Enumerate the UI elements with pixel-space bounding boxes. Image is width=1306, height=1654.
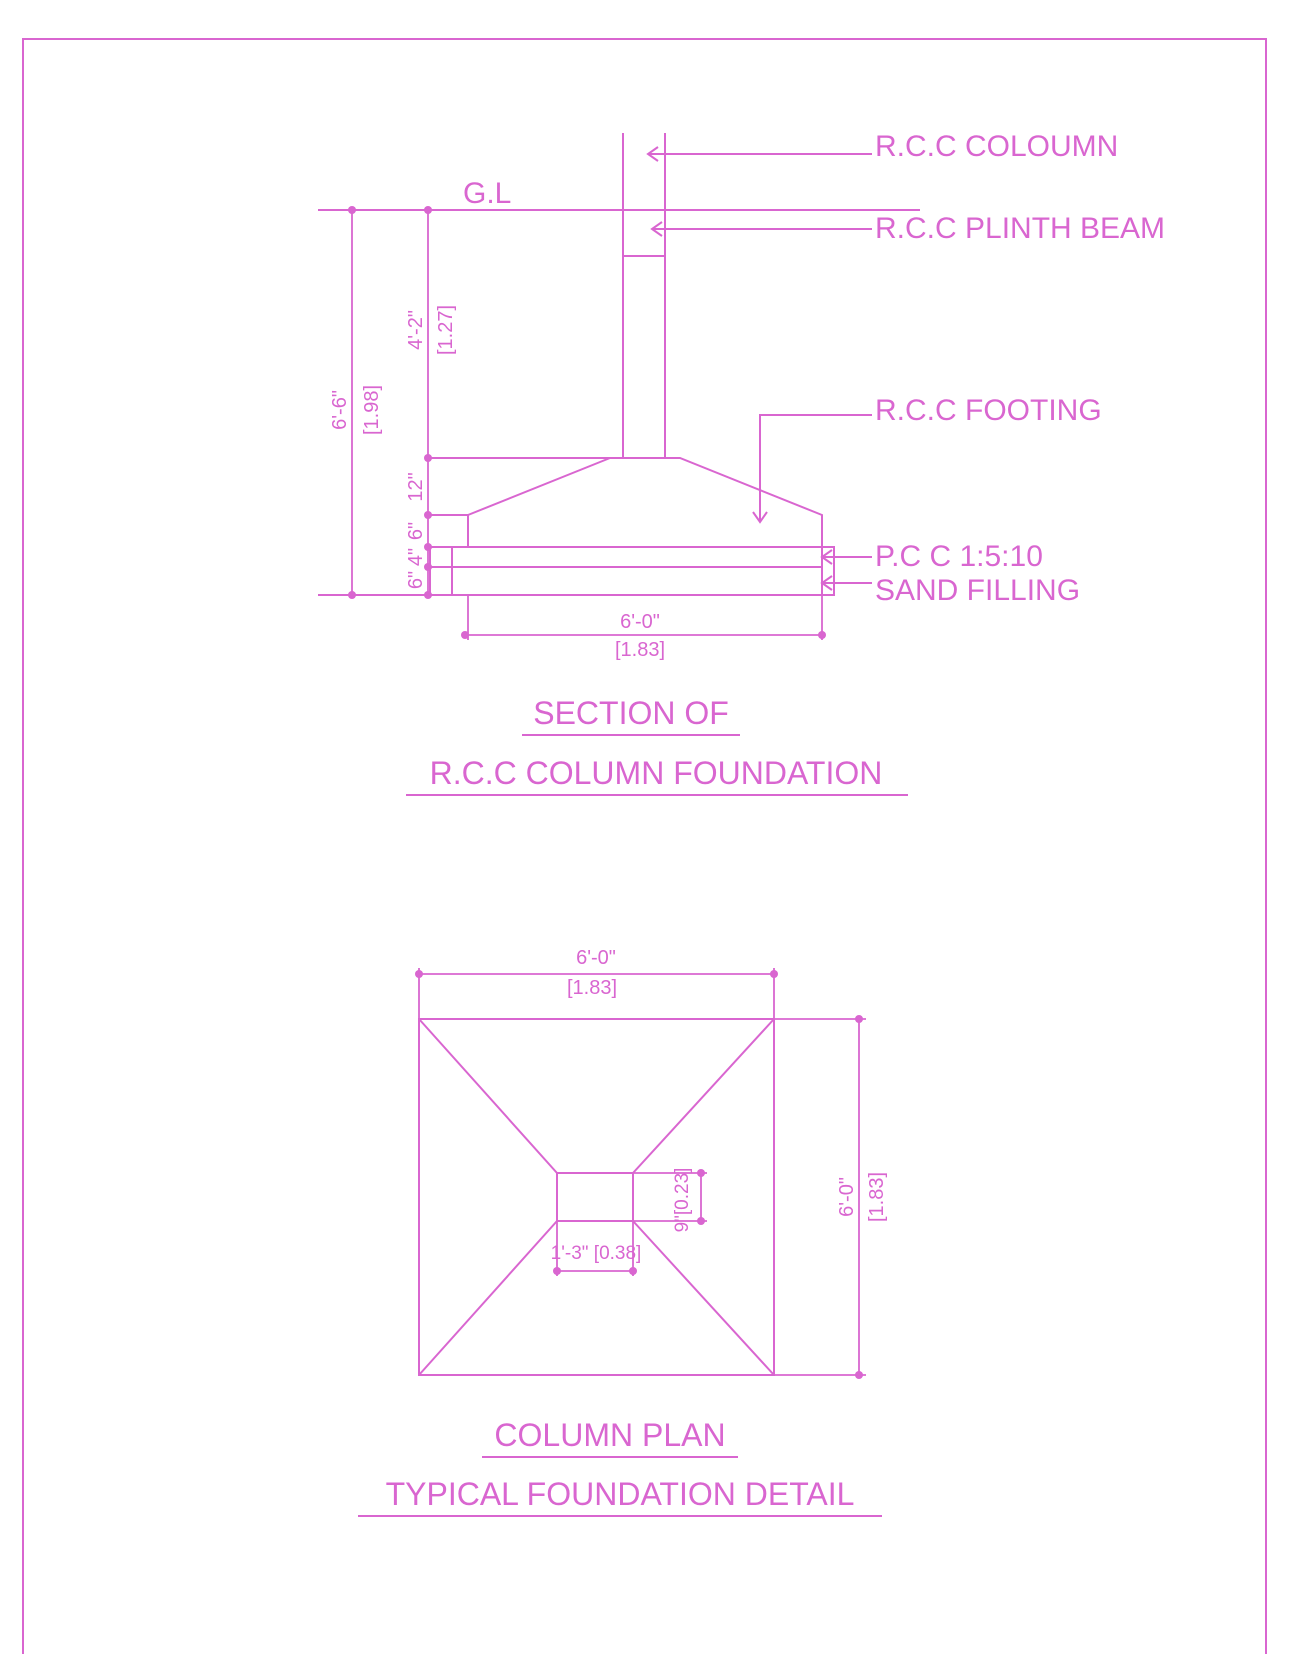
dim-dot <box>415 970 423 978</box>
dim-dot <box>424 454 432 462</box>
footing-plan-outline <box>418 1018 775 1376</box>
sand-layer <box>451 566 823 596</box>
section-view: 6'-6" [1.98] 4'-2" [1.27] 12" 6" 4" 6" 6… <box>318 130 1165 796</box>
dim-pcc: 4" <box>405 548 427 566</box>
dim-dot <box>855 1015 863 1023</box>
label-column: R.C.C COLOUMN <box>875 130 1118 163</box>
dim-dot <box>553 1267 561 1275</box>
dim-dot <box>424 206 432 214</box>
leader-footing <box>759 414 872 522</box>
dim-dot <box>855 1371 863 1379</box>
footing-outline-right <box>610 457 823 547</box>
dim-sand: 6" <box>405 571 427 589</box>
dim-dot <box>818 631 826 639</box>
dim-width-m: [1.83] <box>615 639 665 661</box>
plan-dim-height-m: [1.83] <box>866 1172 888 1222</box>
section-title-line2: R.C.C COLUMN FOUNDATION <box>430 755 883 791</box>
pcc-layer <box>451 546 823 568</box>
label-plinth-beam: R.C.C PLINTH BEAM <box>875 212 1165 245</box>
footing-outline <box>428 457 611 547</box>
dim-footing-slope: 12" <box>405 472 427 501</box>
label-sand: SAND FILLING <box>875 574 1080 607</box>
dim-dot <box>424 591 432 599</box>
footing-diagonal <box>632 1018 775 1174</box>
plan-dim-col-width: 1'-3" [0.38] <box>551 1243 642 1264</box>
arrow-head <box>646 146 659 162</box>
arrow-head <box>752 511 768 524</box>
dim-footing-base: 6" <box>405 522 427 540</box>
dim-dot <box>461 631 469 639</box>
dim-total-depth-m: [1.98] <box>361 385 383 435</box>
plan-dim-width-m: [1.83] <box>567 977 617 999</box>
dim-dot <box>770 970 778 978</box>
footing-diagonal <box>418 1018 558 1174</box>
dim-gl-footing: 4'-2" <box>405 310 427 350</box>
label-ground-level: G.L <box>463 177 511 210</box>
footing-diagonal <box>418 1220 558 1376</box>
label-footing: R.C.C FOOTING <box>875 394 1102 427</box>
plan-view: 6'-0" [1.83] 6'-0" [1.83] 9"[0.23] 1'-3"… <box>358 947 888 1517</box>
dim-dot <box>697 1169 705 1177</box>
dim-gl-footing-m: [1.27] <box>435 305 457 355</box>
label-pcc: P.C C 1:5:10 <box>875 540 1043 573</box>
plan-title-line1: COLUMN PLAN <box>494 1417 725 1453</box>
dim-dot <box>424 563 432 571</box>
dim-dot <box>424 511 432 519</box>
arrow-head <box>820 575 833 591</box>
dim-width: 6'-0" <box>620 611 660 633</box>
layer-tag-box <box>821 546 835 596</box>
sheet-border <box>22 38 1267 1654</box>
plan-dim-col-depth: 9"[0.23] <box>672 1168 693 1233</box>
dim-dot <box>348 206 356 214</box>
footing-diagonal <box>632 1220 775 1376</box>
arrow-head <box>820 549 833 565</box>
plan-title-line2: TYPICAL FOUNDATION DETAIL <box>386 1476 855 1512</box>
dim-total-depth: 6'-6" <box>329 390 351 430</box>
plan-dim-width: 6'-0" <box>576 947 616 969</box>
arrow-head <box>650 221 663 237</box>
dim-dot <box>697 1217 705 1225</box>
section-title-line1: SECTION OF <box>533 695 729 731</box>
dim-dot <box>629 1267 637 1275</box>
dim-dot <box>424 543 432 551</box>
dim-dot <box>348 591 356 599</box>
plan-dim-height: 6'-0" <box>836 1177 858 1217</box>
column-plan <box>556 1172 634 1222</box>
